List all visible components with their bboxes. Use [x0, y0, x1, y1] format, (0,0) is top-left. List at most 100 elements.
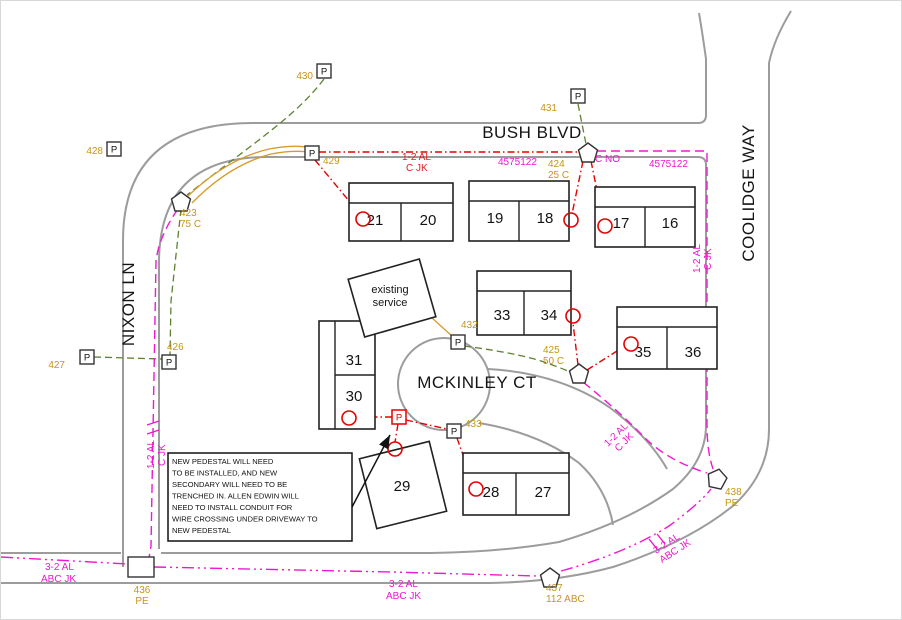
pedestal-p: P — [84, 353, 90, 364]
cable-tick-nixon-2 — [146, 429, 160, 435]
street-names: BUSH BLVD NIXON LN MCKINLEY CT COOLIDGE … — [119, 123, 758, 392]
house-29: 29 — [358, 440, 448, 530]
pedestal-p: P — [451, 427, 457, 438]
transformer-425 — [568, 363, 590, 384]
label-432: 432 — [461, 320, 478, 331]
lot-number-28: 28 — [483, 484, 500, 501]
pedestal-p: P — [309, 149, 315, 160]
transformer-423 — [170, 191, 192, 212]
pedestal-icon — [79, 349, 95, 365]
label-438-type: PE — [725, 498, 739, 509]
lot-number-33: 33 — [494, 307, 511, 324]
label-pri-s-1: 3-2 AL — [389, 579, 418, 590]
green-cable-427-to-426 — [93, 356, 163, 360]
service-point-21 — [355, 211, 371, 227]
pedestal-432: P — [450, 334, 466, 350]
lot-number-27: 27 — [535, 484, 552, 501]
cable-tick-nixon-1 — [146, 420, 160, 426]
mckinley-cul-de-sac — [397, 337, 491, 431]
orange-wire-existing-service — [430, 316, 454, 338]
label-pri-se: 3-2 AL ABC JK — [652, 531, 694, 565]
road-edge-nixon-east-bush-south-coolidge-west — [158, 156, 707, 554]
note-line-6: WIRE CROSSING UNDER DRIVEWAY TO — [172, 515, 318, 524]
duplex-17-16: 17 16 — [594, 186, 696, 248]
label-429: 429 — [323, 156, 340, 167]
pedestal-icon — [304, 145, 320, 161]
cable-tick-se-1 — [648, 538, 658, 550]
note-line-1: NEW PEDESTAL WILL NEED — [172, 457, 274, 466]
pedestal-p: P — [111, 145, 117, 156]
street-coolidge-way: COOLIDGE WAY — [739, 124, 758, 261]
new-pedestal: P — [391, 409, 407, 425]
green-cable-432-to-425 — [463, 345, 571, 373]
magenta-primary-cables — [1, 150, 714, 577]
label-424-id: 424 — [548, 159, 565, 170]
lot-number-36: 36 — [685, 344, 702, 361]
label-work-order-a: 4575122 — [498, 157, 537, 168]
street-nixon-ln: NIXON LN — [119, 262, 138, 346]
primary-bottom-west — [1, 556, 129, 565]
transformer-icon — [568, 363, 590, 384]
service-point-30 — [341, 410, 357, 426]
label-437-id: 437 — [546, 583, 563, 594]
pedestal-431: P — [570, 88, 586, 104]
pedestal-p: P — [166, 358, 172, 369]
lot-number-17: 17 — [613, 215, 630, 232]
street-mckinley-ct: MCKINLEY CT — [417, 373, 537, 392]
service-424-to-18 — [571, 160, 584, 215]
label-pri-sw-1: 3-2 AL — [45, 562, 74, 573]
buildings: 21 20 19 18 17 16 33 34 35 — [318, 180, 718, 530]
label-424-size: 25 C — [548, 170, 569, 181]
road-edge-nixon-west-bush-north — [122, 12, 707, 567]
orange-wire-runs — [186, 145, 454, 338]
label-sec-coolidge: 1-2 AL C JK — [692, 244, 714, 273]
transformer-437 — [539, 567, 561, 588]
pedestal-icon — [450, 334, 466, 350]
label-sec-nixon-1: 1-2 AL — [146, 440, 157, 469]
lot-number-30: 30 — [346, 388, 363, 405]
transformer-icon — [539, 567, 561, 588]
primary-bush-coolidge — [597, 150, 714, 470]
green-cable-431-to-424 — [577, 103, 587, 145]
orange-wire-bend-a — [186, 145, 307, 198]
primary-nixon — [148, 208, 179, 559]
lot-number-20: 20 — [420, 212, 437, 229]
lot-number-35: 35 — [635, 344, 652, 361]
existing-service-label-1: existing — [371, 284, 408, 296]
green-cable-423-to-426 — [169, 208, 182, 356]
existing-service-label-2: service — [373, 297, 408, 309]
lot-number-19: 19 — [487, 210, 504, 227]
device-436-icon — [127, 556, 155, 578]
green-dashed-cables — [93, 78, 587, 373]
primary-425-to-438 — [582, 381, 708, 474]
transformer-icon — [707, 468, 728, 490]
service-point-28 — [468, 481, 484, 497]
service-point-34 — [565, 308, 581, 324]
note-line-7: NEW PEDESTAL — [172, 526, 231, 535]
label-425-id: 425 — [543, 345, 560, 356]
label-sec-nixon: 1-2 AL C JK — [146, 440, 168, 469]
note-line-4: TRENCHED IN. ALLEN EDWIN WILL — [172, 492, 299, 501]
transformer-icon — [170, 191, 192, 212]
label-423-id: 423 — [180, 208, 197, 219]
pedestal-426: P — [161, 354, 177, 370]
pedestal-icon — [106, 141, 122, 157]
equipment-labels: 430 431 428 429 427 426 432 433 423 75 C… — [48, 71, 742, 607]
pedestal-429: P — [304, 145, 320, 161]
pedestal-icon — [446, 423, 462, 439]
primary-437-to-438 — [560, 488, 712, 572]
lot-number-18: 18 — [537, 210, 554, 227]
duplex-28-27: 28 27 — [462, 452, 570, 516]
note-callout: NEW PEDESTAL WILL NEED TO BE INSTALLED, … — [167, 434, 391, 542]
pedestal-427: P — [79, 349, 95, 365]
green-cable-430-to-423 — [186, 78, 325, 196]
label-work-order-b: 4575122 — [649, 159, 688, 170]
primary-bottom-mid — [153, 566, 538, 577]
orange-wire-bend-b — [191, 150, 308, 204]
label-sec-coolidge-1: 1-2 AL — [692, 244, 703, 273]
service-point-35 — [623, 336, 639, 352]
lot-number-21: 21 — [367, 212, 384, 229]
pedestal-icon — [161, 354, 177, 370]
road-edge-mckinley-north — [487, 368, 668, 470]
